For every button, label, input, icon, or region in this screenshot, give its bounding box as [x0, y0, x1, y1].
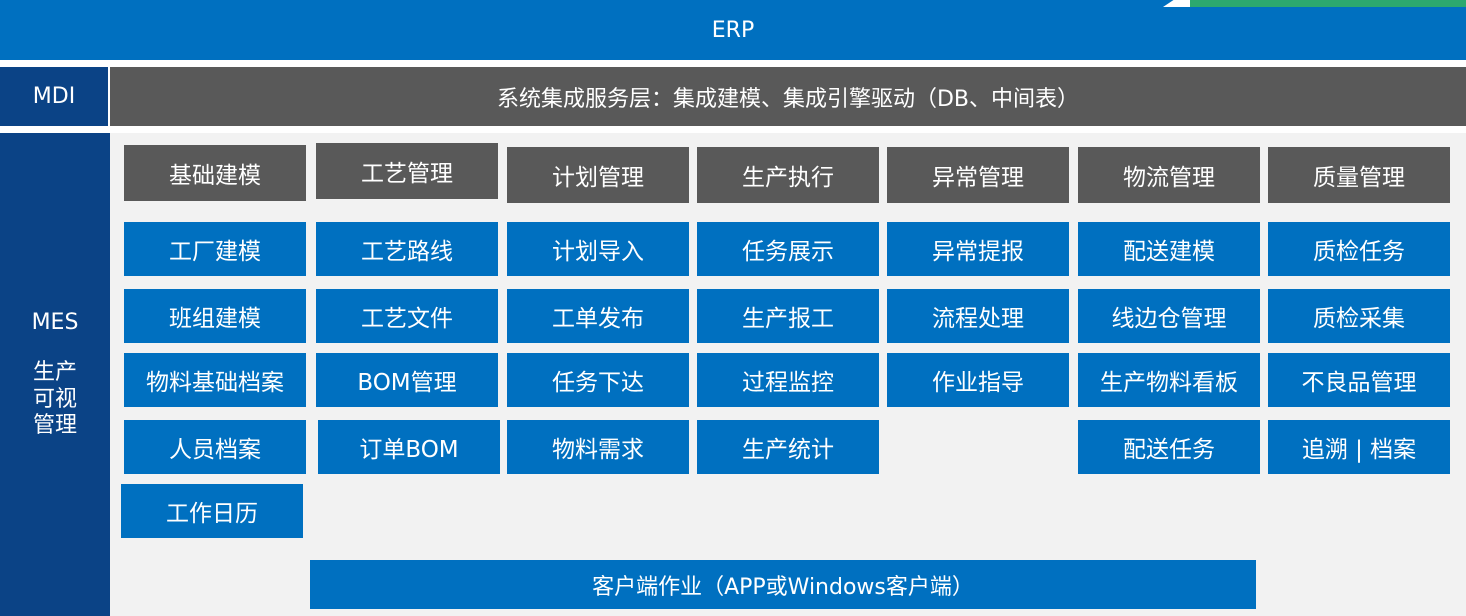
module-item: 异常提报	[887, 222, 1069, 276]
erp-accent-stripe-white	[1163, 0, 1193, 7]
module-header: 基础建模	[124, 145, 306, 201]
module-item: 线边仓管理	[1078, 289, 1260, 343]
mes-sub-label-3: 管理	[32, 412, 77, 438]
module-header: 生产执行	[697, 147, 879, 203]
module-item: 流程处理	[887, 289, 1069, 343]
erp-label: ERP	[711, 17, 755, 43]
mes-side-label: MES 生产 可视 管理	[0, 133, 110, 616]
module-item: 班组建模	[124, 289, 306, 343]
module-item: 任务下达	[507, 353, 689, 407]
module-item: BOM管理	[316, 353, 498, 407]
module-item: 作业指导	[887, 353, 1069, 407]
mes-sub-label-2: 可视	[32, 386, 77, 412]
integration-service-layer: 系统集成服务层：集成建模、集成引擎驱动（DB、中间表）	[110, 67, 1466, 126]
module-item: 物料需求	[507, 420, 689, 474]
module-item: 生产物料看板	[1078, 353, 1260, 407]
module-item: 任务展示	[697, 222, 879, 276]
erp-layer: ERP	[0, 0, 1466, 60]
module-item: 工艺路线	[316, 222, 498, 276]
integration-service-text: 系统集成服务层：集成建模、集成引擎驱动（DB、中间表）	[496, 86, 1080, 112]
module-item: 质检任务	[1268, 222, 1450, 276]
module-item: 不良品管理	[1268, 353, 1450, 407]
mes-sub-label-1: 生产	[32, 360, 77, 386]
module-header: 工艺管理	[316, 143, 498, 199]
mdi-label-text: MDI	[32, 84, 76, 109]
module-item: 质检采集	[1268, 289, 1450, 343]
module-item: 物料基础档案	[124, 353, 306, 407]
module-item: 追溯 | 档案	[1268, 420, 1450, 474]
module-item: 生产统计	[697, 420, 879, 474]
module-item: 人员档案	[124, 420, 306, 474]
module-item: 工厂建模	[124, 222, 306, 276]
mdi-label: MDI	[0, 67, 108, 126]
module-header: 计划管理	[507, 147, 689, 203]
module-header: 异常管理	[887, 147, 1069, 203]
module-item: 订单BOM	[318, 420, 500, 474]
module-item: 生产报工	[697, 289, 879, 343]
module-item: 过程监控	[697, 353, 879, 407]
module-item: 工单发布	[507, 289, 689, 343]
module-header: 物流管理	[1078, 147, 1260, 203]
module-item: 工作日历	[121, 484, 303, 538]
module-item: 工艺文件	[316, 289, 498, 343]
mes-label: MES	[31, 309, 79, 335]
client-operation-bar: 客户端作业（APP或Windows客户端）	[310, 560, 1256, 609]
module-item: 计划导入	[507, 222, 689, 276]
module-header: 质量管理	[1268, 147, 1450, 203]
client-operation-text: 客户端作业（APP或Windows客户端）	[592, 574, 974, 600]
module-item: 配送任务	[1078, 420, 1260, 474]
module-item: 配送建模	[1078, 222, 1260, 276]
erp-accent-stripe	[1190, 0, 1466, 7]
